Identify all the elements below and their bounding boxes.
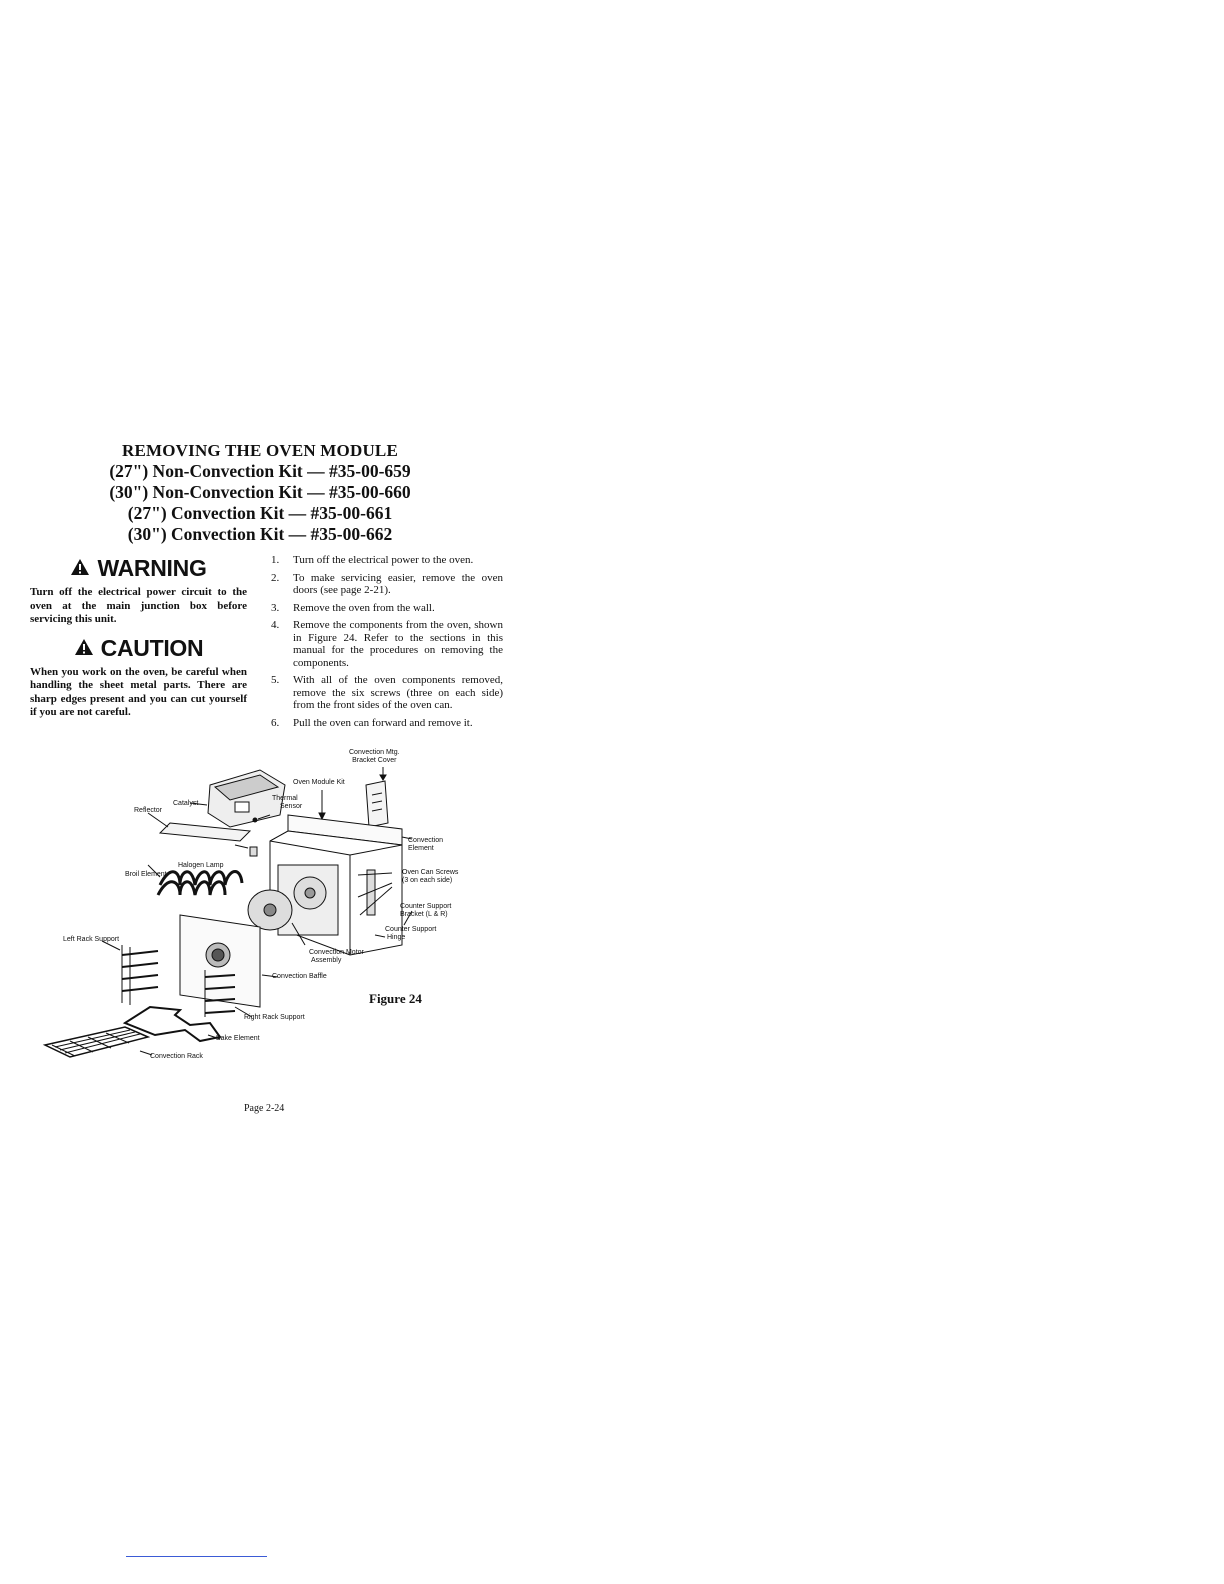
warning-triangle-icon (70, 555, 90, 582)
convection-motor-part (247, 889, 306, 946)
caution-text: When you work on the oven, be careful wh… (30, 665, 247, 719)
warning-triangle-icon (74, 635, 94, 662)
bottom-link-line (126, 1556, 267, 1557)
bracket-cover-part (365, 767, 389, 828)
reflector-part (147, 812, 252, 842)
label-convection-baffle: Convection Baffle (272, 973, 327, 980)
page-number: Page 2-24 (244, 1103, 285, 1114)
kit-line: (30") Non-Convection Kit — #35-00-660 (109, 482, 411, 502)
label-reflector: Reflector (134, 807, 163, 814)
figure-caption: Figure 24 (369, 991, 422, 1006)
bake-element-part (122, 1005, 222, 1043)
step-item: 2. To make servicing easier, remove the o… (271, 572, 503, 597)
exploded-diagram: Convection Mtg.Bracket Cover Oven Module… (30, 745, 510, 1075)
right-rack-support-part (204, 970, 253, 1018)
oven-can-part (269, 814, 413, 956)
label-catalyst: Catalyst (173, 800, 199, 807)
title-block: REMOVING THE OVEN MODULE (27") Non-Conve… (60, 440, 460, 545)
label-right-rack-support: Right Rack Support (244, 1014, 305, 1021)
step-item: 3. Remove the oven from the wall. (271, 602, 503, 615)
catalyst-housing-part (189, 769, 286, 828)
step-number: 6. (271, 716, 280, 729)
convection-baffle-part (179, 914, 279, 1008)
step-number: 5. (271, 674, 280, 686)
caution-heading: CAUTION (30, 635, 247, 662)
oven-parts-illustration (42, 767, 413, 1058)
label-oven-can-screws: Oven Can Screws(3 on each side) (402, 869, 459, 884)
kit-line: (27") Convection Kit — #35-00-661 (127, 503, 393, 523)
kit-line: (30") Convection Kit — #35-00-662 (127, 524, 393, 544)
label-convection-rack: Convection Rack (150, 1053, 203, 1060)
step-number: 3. (271, 601, 280, 614)
procedure-steps: 1. Turn off the electrical power to the o… (271, 554, 503, 734)
warning-label: WARNING (97, 555, 207, 581)
step-text: Turn off the electrical power to the ove… (293, 554, 474, 566)
step-text: Pull the oven can forward and remove it. (293, 716, 473, 729)
label-bake-element: Bake Element (216, 1035, 260, 1042)
step-item: 6. Pull the oven can forward and remove i… (271, 717, 503, 730)
label-left-rack-support: Left Rack Support (63, 936, 120, 943)
step-number: 2. (271, 571, 280, 584)
step-item: 1. Turn off the electrical power to the o… (271, 554, 503, 567)
step-text: Remove the components from the oven, sho… (293, 619, 503, 669)
warning-text: Turn off the electrical power circuit to… (30, 586, 247, 625)
safety-notices: WARNING Turn off the electrical power ci… (30, 555, 247, 720)
label-convection-mtg: Convection Mtg.Bracket Cover (349, 749, 400, 764)
step-item: 5. With all of the oven components remove… (271, 674, 503, 712)
page-title: REMOVING THE OVEN MODULE (121, 441, 399, 460)
step-item: 4. Remove the components from the oven, s… (271, 619, 503, 669)
left-rack-support-part (101, 940, 159, 1005)
kit-line: (27") Non-Convection Kit — #35-00-659 (109, 461, 411, 481)
step-text: With all of the oven components removed,… (293, 674, 503, 711)
caution-label: CAUTION (100, 634, 204, 661)
broil-element-part (147, 864, 244, 896)
step-number: 1. (271, 554, 280, 566)
label-halogen-lamp: Halogen Lamp (178, 862, 224, 869)
step-text: Remove the oven from the wall. (293, 601, 435, 614)
convection-rack-part (42, 1026, 153, 1058)
warning-heading: WARNING (30, 555, 247, 582)
step-text: To make servicing easier, remove the ove… (293, 571, 503, 597)
step-number: 4. (271, 619, 280, 631)
label-broil-element: Broil Element (125, 871, 167, 878)
label-oven-module-kit: Oven Module Kit (293, 779, 345, 786)
